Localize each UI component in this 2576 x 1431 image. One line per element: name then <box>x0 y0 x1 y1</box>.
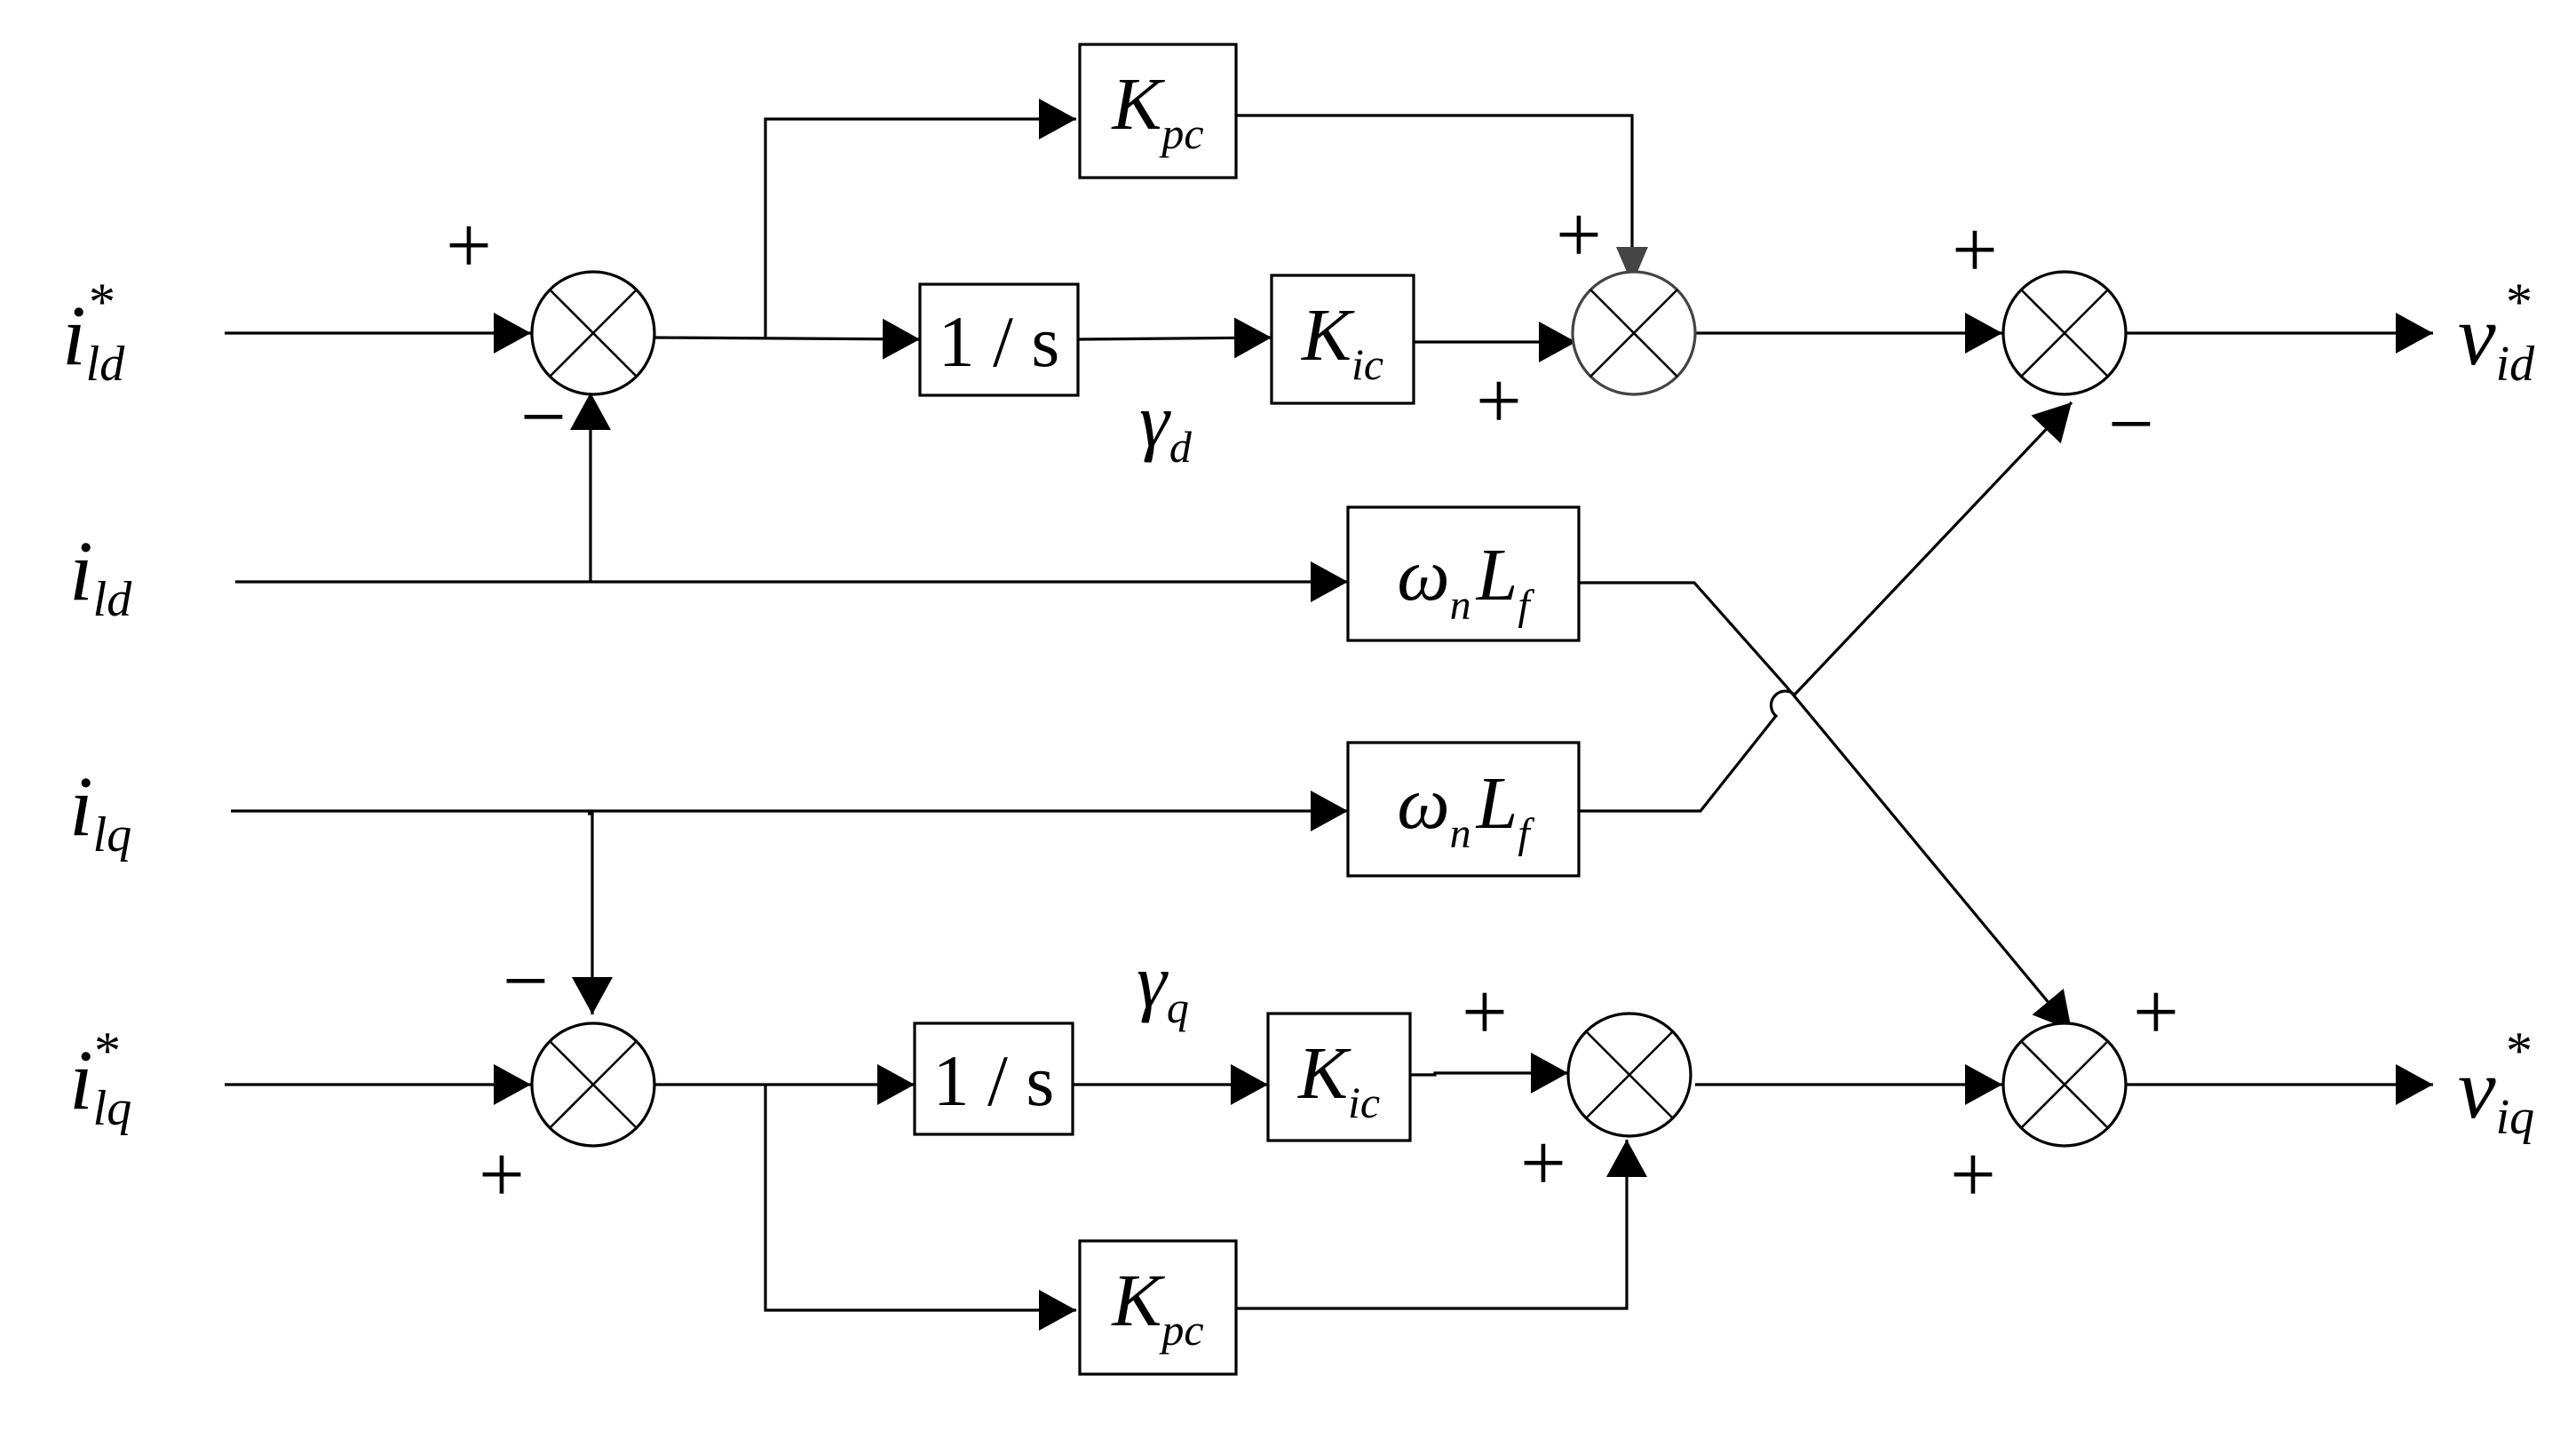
sum-junction-4 <box>530 1022 656 1148</box>
wire-integrator-d-to-kic-d <box>1077 317 1272 359</box>
ild-ref-sub: ld <box>86 337 126 392</box>
svg-text:Kpc: Kpc <box>1111 1260 1203 1355</box>
sign-sum6-plus-left: + <box>1950 1129 1996 1220</box>
kic-d-main: K <box>1301 294 1355 377</box>
ilq-ref-sub: lq <box>93 1081 132 1136</box>
gamma-d-sub: d <box>1169 422 1193 472</box>
ilq-sub: lq <box>93 807 132 863</box>
sign-sum2-plus-top: + <box>1556 189 1602 280</box>
ilq-ref-sup: * <box>94 1022 121 1080</box>
viq-ref-main: v <box>2458 1041 2496 1136</box>
junction-signs: + − + + + − − + + + + + <box>446 189 2179 1220</box>
input-ilq-ref-label: ilq * <box>69 1022 131 1136</box>
wire-omega-lf-q-to-sum-d-out <box>1579 401 2073 813</box>
kpc-d-sub: pc <box>1159 108 1203 158</box>
svg-text:Kpc: Kpc <box>1111 63 1203 158</box>
svg-text:Kic: Kic <box>1297 1032 1380 1127</box>
sign-sum6-plus-right: + <box>2133 966 2179 1057</box>
viq-ref-sub: iq <box>2496 1090 2535 1145</box>
wire-sum1-to-integrator-d <box>654 318 921 360</box>
kpc-d-main: K <box>1111 63 1165 146</box>
sign-sum3-plus: + <box>1952 204 1998 295</box>
wire-kpc-q-to-sum5 <box>1236 1140 1647 1310</box>
gamma-d-main: γ <box>1139 378 1171 463</box>
input-ild-ref-label: ild * <box>62 273 125 392</box>
ild-ref-sup: * <box>89 273 115 331</box>
vid-ref-main: v <box>2458 288 2496 383</box>
sign-sum4-minus: − <box>503 935 549 1026</box>
omega-lf-q-omega: ω <box>1397 762 1449 845</box>
sign-sum3-minus: − <box>2108 378 2154 469</box>
gamma-q-main: γ <box>1137 938 1169 1023</box>
output-viq-ref-label: viq * <box>2458 1022 2534 1145</box>
sign-sum5-plus-bottom: + <box>1520 1117 1566 1208</box>
gamma-d-label: γd <box>1139 378 1193 472</box>
block-integrator-q: 1 / s <box>913 1022 1074 1136</box>
omega-lf-q-n: n <box>1450 810 1471 857</box>
ild-ref-main: i <box>62 288 86 383</box>
output-vid-ref-label: vid * <box>2458 273 2535 392</box>
omega-lf-q-l: L <box>1476 762 1518 845</box>
integrator-q-label: 1 / s <box>933 1040 1055 1121</box>
svg-text:ilq: ilq <box>69 759 131 863</box>
wire-kpc-d-to-sum2 <box>1236 114 1648 284</box>
svg-text:γq: γq <box>1137 938 1189 1032</box>
ild-sub: ld <box>93 572 133 627</box>
sign-sum5-plus-left: + <box>1462 966 1508 1057</box>
integrator-d-label: 1 / s <box>939 301 1060 382</box>
sum-junction-1 <box>530 270 656 396</box>
omega-lf-d-l: L <box>1476 534 1518 616</box>
kpc-q-main: K <box>1111 1260 1165 1342</box>
signal-wires <box>225 99 2433 1331</box>
ilq-ref-main: i <box>69 1032 93 1127</box>
wire-branch-to-kpc-d <box>764 99 1076 338</box>
svg-text:ild: ild <box>69 523 132 627</box>
sum-junction-3 <box>2001 270 2128 396</box>
wire-ilq-to-sum4 <box>572 812 613 1014</box>
sign-sum1-plus: + <box>446 200 492 290</box>
block-kpc-d: Kpc <box>1078 43 1238 179</box>
viq-ref-sup: * <box>2506 1022 2532 1080</box>
kpc-q-sub: pc <box>1159 1305 1203 1355</box>
wire-kic-q-to-sum5 <box>1410 1053 1568 1093</box>
svg-text:ωnLf: ωnLf <box>1397 762 1534 857</box>
wire-omega-lf-d-to-sum-q-out <box>1579 581 2073 1032</box>
sum-junction-5 <box>1566 1012 1692 1138</box>
gamma-q-sub: q <box>1167 982 1189 1032</box>
sum-junction-2 <box>1571 270 1697 396</box>
ilq-main: i <box>69 759 93 854</box>
input-ild-label: ild <box>69 523 132 627</box>
svg-text:Kic: Kic <box>1301 294 1383 389</box>
kic-q-main: K <box>1297 1032 1351 1115</box>
vid-ref-sub: id <box>2496 337 2536 392</box>
gamma-q-label: γq <box>1137 938 1189 1032</box>
vid-ref-sup: * <box>2506 273 2532 331</box>
kic-d-sub: ic <box>1351 339 1383 389</box>
input-ilq-label: ilq <box>69 759 131 863</box>
svg-text:viq: viq <box>2458 1041 2534 1145</box>
sign-sum1-minus: − <box>520 371 567 462</box>
svg-text:vid: vid <box>2458 288 2535 392</box>
omega-lf-d-omega: ω <box>1397 534 1449 616</box>
sign-sum4-plus: + <box>479 1129 525 1220</box>
block-omega-lf-q: ωnLf <box>1346 741 1581 878</box>
block-integrator-d: 1 / s <box>918 282 1080 397</box>
sign-sum2-plus-left: + <box>1476 355 1522 446</box>
svg-text:ild: ild <box>62 288 125 392</box>
svg-text:γd: γd <box>1139 378 1193 472</box>
sum-junction-6 <box>2001 1022 2128 1148</box>
block-kic-d: Kic <box>1270 274 1415 405</box>
ild-main: i <box>69 523 93 618</box>
block-omega-lf-d: ωnLf <box>1346 505 1581 642</box>
block-kic-q: Kic <box>1266 1012 1412 1142</box>
svg-text:ilq: ilq <box>69 1032 131 1136</box>
omega-lf-d-n: n <box>1450 582 1471 629</box>
kic-q-sub: ic <box>1348 1077 1380 1127</box>
wire-branch-to-kpc-q <box>764 1085 1076 1331</box>
block-kpc-q: Kpc <box>1078 1239 1238 1376</box>
